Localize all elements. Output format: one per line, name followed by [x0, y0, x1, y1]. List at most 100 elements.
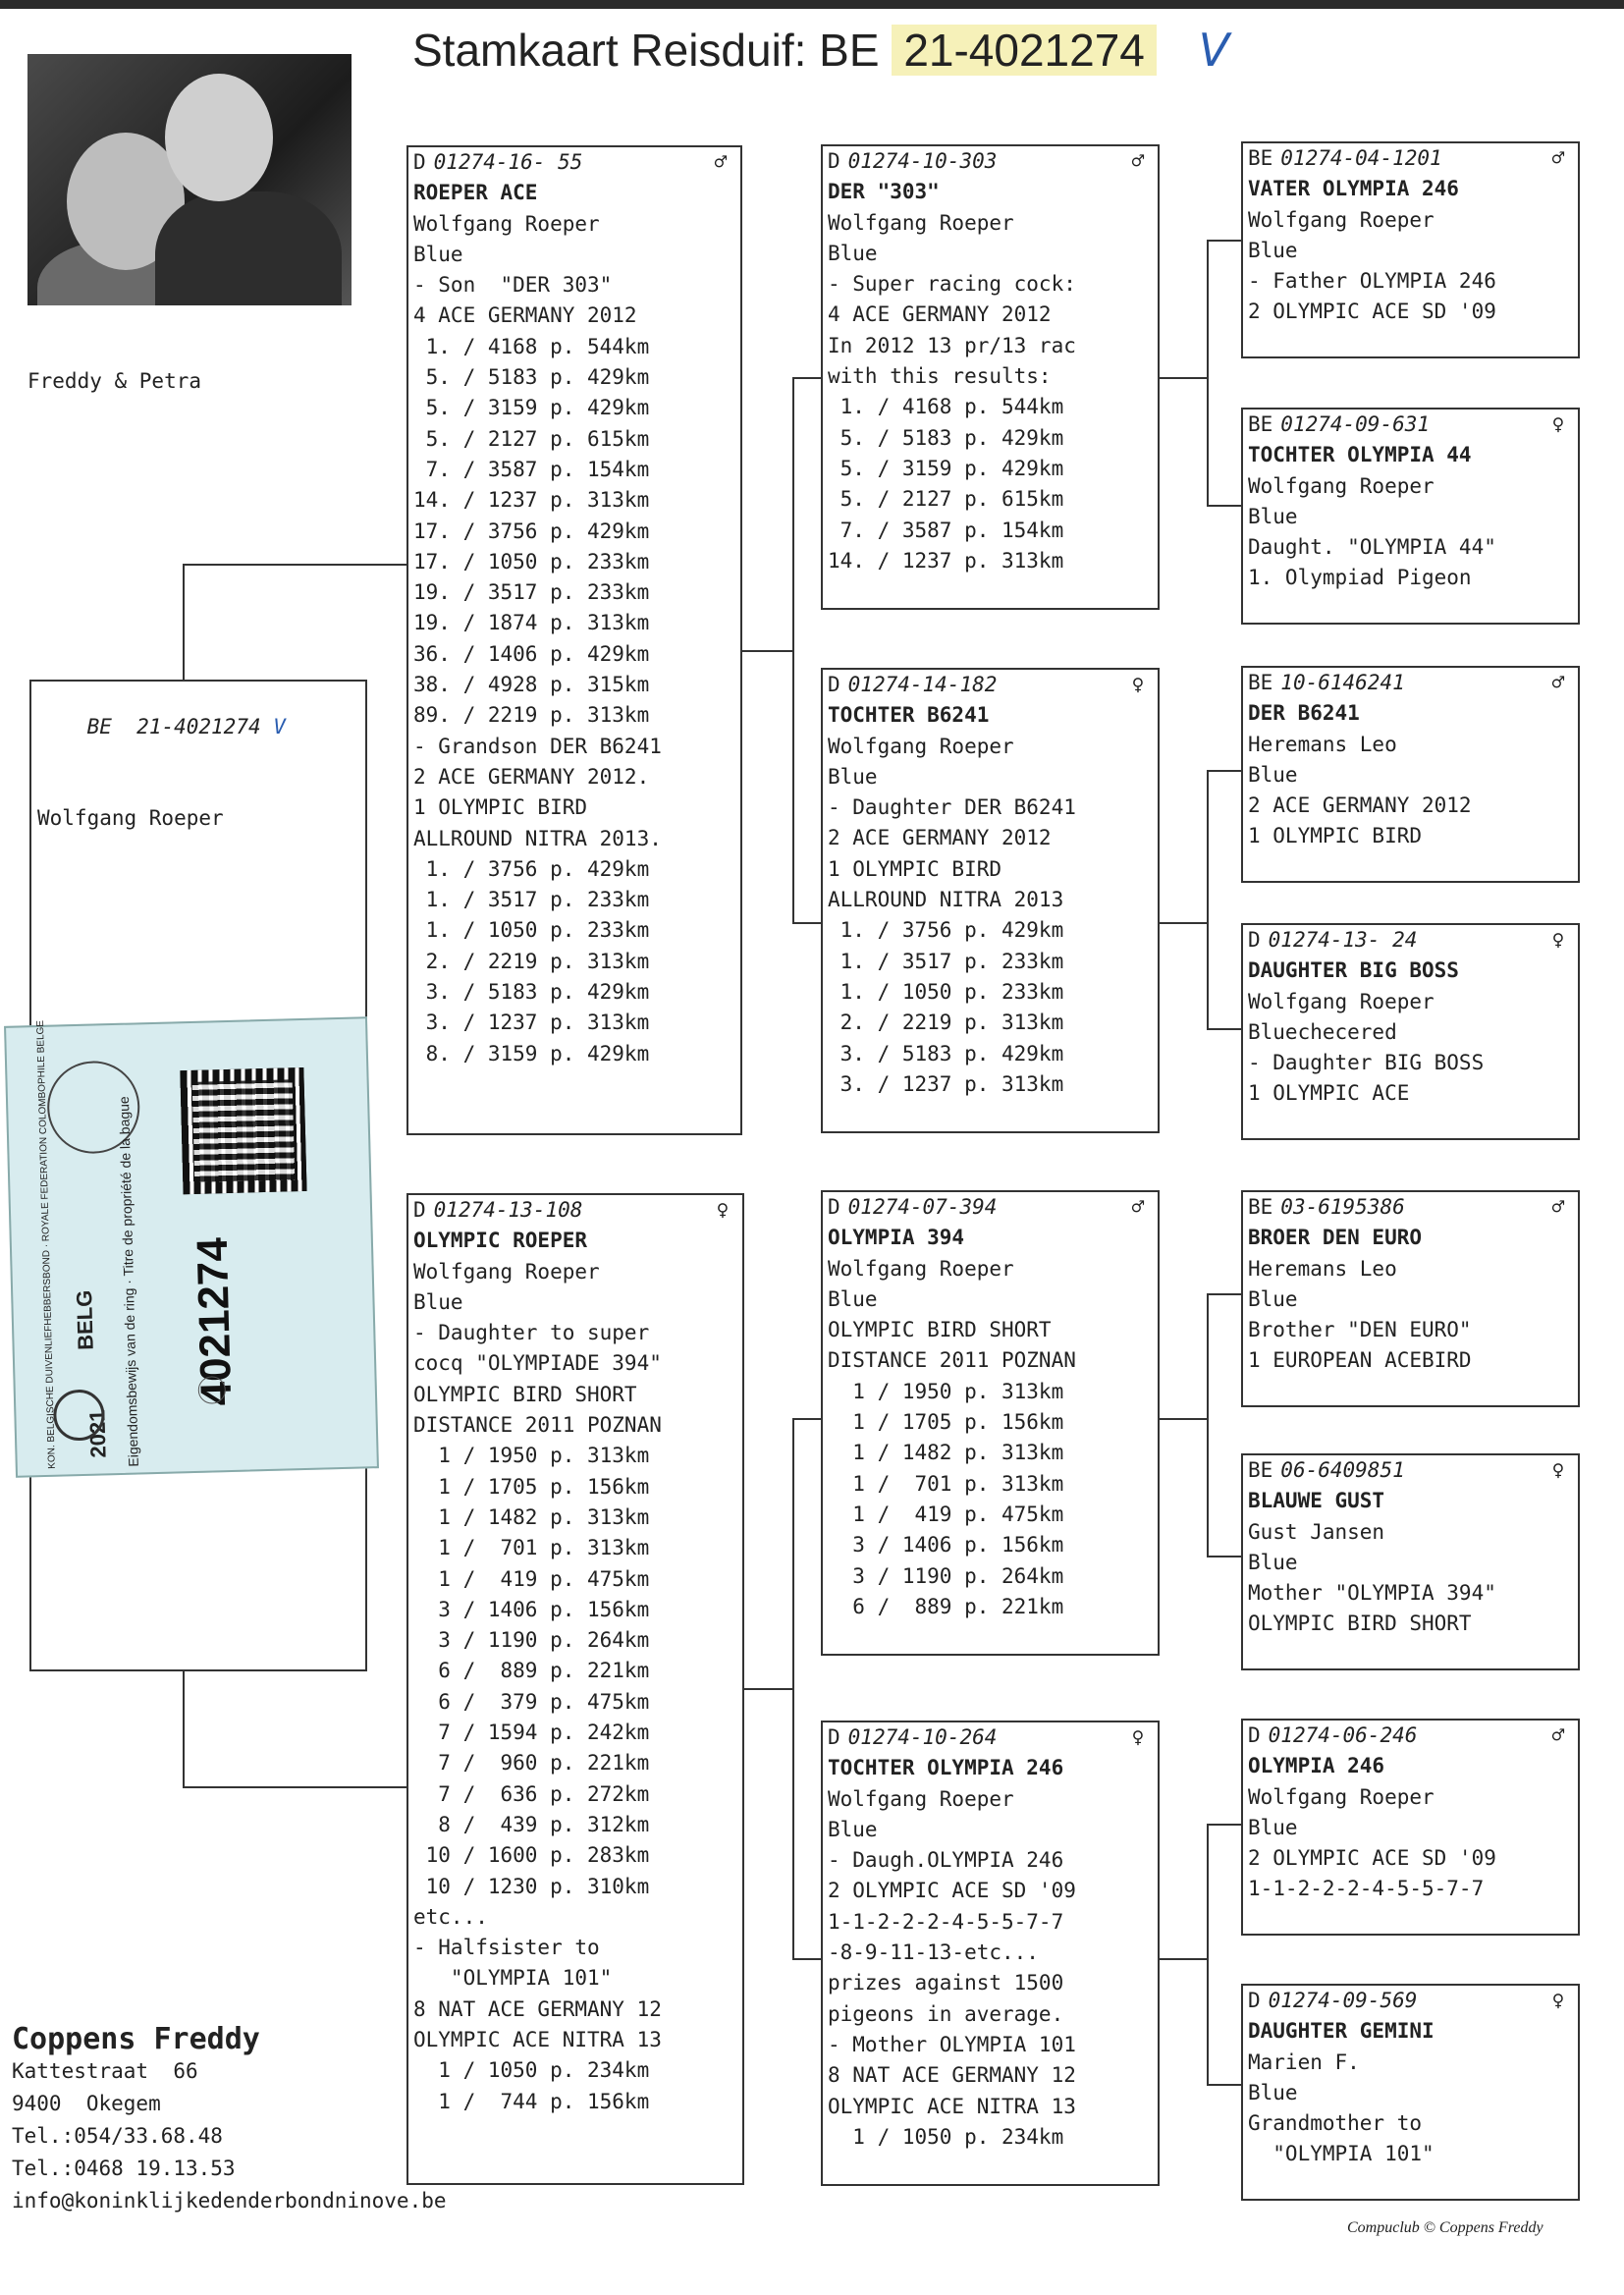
pigeon-note: 1 / 701 p. 313km — [828, 1471, 1064, 1496]
pigeon-note: 1. / 1050 p. 233km — [828, 979, 1064, 1004]
pigeon-note: 1 / 419 p. 475km — [413, 1566, 650, 1591]
ring-ownership-card: KON. BELGISCHE DUIVENLIEFHEBBERSBOND · R… — [4, 1016, 379, 1478]
pigeon-ring-number: 01274-09-569 — [1268, 1989, 1418, 2012]
pigeon-country: D — [413, 150, 426, 174]
pigeon-ring-number: 01274-14-182 — [847, 673, 998, 696]
pigeon-ring-number: 01274-06-246 — [1268, 1723, 1418, 1747]
footer-credit: Compuclub © Coppens Freddy — [1347, 2219, 1543, 2236]
pigeon-note: 4 ACE GERMANY 2012 — [828, 302, 1052, 327]
sex-icon: ♂ — [1131, 1195, 1145, 1219]
pigeon-ring-number: 01274-10-264 — [847, 1725, 998, 1749]
breeder-name: Coppens Freddy — [12, 2022, 260, 2056]
pigeon-ring-number: 01274-13-108 — [433, 1198, 583, 1222]
pigeon-note: 1 OLYMPIC BIRD — [828, 856, 1002, 881]
subject-ring: 21-4021274 — [136, 715, 261, 738]
pigeon-country: D — [828, 1195, 840, 1219]
pigeon-note: OLYMPIC ACE NITRA 13 — [413, 2028, 662, 2052]
pigeon-note: Daught. "OLYMPIA 44" — [1248, 535, 1496, 560]
pigeon-note: 7 / 636 p. 272km — [413, 1781, 650, 1806]
top-border — [0, 0, 1624, 9]
pigeon-country: D — [413, 1198, 426, 1222]
pigeon-note: 5. / 3159 p. 429km — [413, 396, 650, 420]
pigeon-note: "OLYMPIA 101" — [1248, 2142, 1435, 2166]
pigeon-note: 5. / 5183 p. 429km — [828, 425, 1064, 450]
pigeon-note: 3. / 1237 p. 313km — [828, 1071, 1064, 1096]
pigeon-breeder: Wolfgang Roeper — [1248, 473, 1435, 498]
pigeon-name: DER "303" — [828, 180, 940, 204]
pigeon-color: Blue — [1248, 1550, 1298, 1574]
pigeon-breeder: Wolfgang Roeper — [828, 1786, 1014, 1811]
pigeon-note: 1 / 1705 p. 156km — [413, 1474, 650, 1499]
pigeon-breeder: Heremans Leo — [1248, 1256, 1397, 1281]
breeder-email[interactable]: info@koninklijkedenderbondninove.be — [12, 2189, 447, 2213]
pigeon-note: - Daughter DER B6241 — [828, 795, 1076, 820]
pigeon-note: 3. / 5183 p. 429km — [413, 980, 650, 1005]
pigeon-name: TOCHTER OLYMPIA 44 — [1248, 443, 1472, 467]
pigeon-note: 1 / 1050 p. 234km — [828, 2124, 1064, 2149]
pigeon-note: - Daughter to super — [413, 1321, 650, 1345]
pigeon-country: D — [1248, 1723, 1261, 1747]
pigeon-note: 5. / 2127 p. 615km — [413, 426, 650, 451]
pigeon-name: VATER OLYMPIA 246 — [1248, 177, 1459, 201]
pigeon-color: Blue — [1248, 238, 1298, 262]
pigeon-note: 1. / 3756 p. 429km — [828, 918, 1064, 943]
pigeon-country: BE — [1248, 671, 1273, 694]
pigeon-note: prizes against 1500 — [828, 1971, 1064, 1995]
pigeon-note: 2 OLYMPIC ACE SD '09 — [1248, 1846, 1496, 1871]
pigeon-name: DAUGHTER GEMINI — [1248, 2019, 1435, 2044]
pigeon-name: DAUGHTER BIG BOSS — [1248, 958, 1459, 983]
owners-photo — [27, 54, 352, 305]
pigeon-breeder: Wolfgang Roeper — [828, 734, 1014, 758]
pigeon-note: 2. / 2219 p. 313km — [828, 1011, 1064, 1035]
pigeon-note: "OLYMPIA 101" — [413, 1966, 613, 1991]
pigeon-note: 19. / 3517 p. 233km — [413, 580, 650, 605]
pigeon-note: In 2012 13 pr/13 rac — [828, 333, 1076, 357]
pigeon-note: 1 / 744 p. 156km — [413, 2089, 650, 2113]
pigeon-header: BE 10-6146241 ♂ — [1248, 668, 1573, 698]
pigeon-country: BE — [1248, 1195, 1273, 1219]
pigeon-note: 1. Olympiad Pigeon — [1248, 566, 1472, 590]
breeder-street: Kattestraat 66 — [12, 2059, 198, 2083]
pigeon-breeder: Wolfgang Roeper — [1248, 1784, 1435, 1809]
pigeon-name: DER B6241 — [1248, 701, 1360, 726]
pigeon-note: 38. / 4928 p. 315km — [413, 673, 650, 697]
pigeon-name: BLAUWE GUST — [1248, 1489, 1385, 1513]
pigeon-ring-number: 10-6146241 — [1280, 671, 1405, 694]
pigeon-note: 6 / 379 p. 475km — [413, 1689, 650, 1714]
sex-icon: ♂ — [1551, 671, 1565, 694]
sex-icon: ♂ — [1131, 149, 1145, 173]
pigeon-note: 1 / 1482 p. 313km — [413, 1504, 650, 1529]
pigeon-note: 7 / 1594 p. 242km — [413, 1721, 650, 1745]
pigeon-note: Grandmother to — [1248, 2111, 1423, 2136]
pigeon-note: 8 / 439 p. 312km — [413, 1812, 650, 1836]
pigeon-note: 2 ACE GERMANY 2012 — [1248, 793, 1472, 818]
pigeon-breeder: Wolfgang Roeper — [828, 210, 1014, 235]
pigeon-note: - Super racing cock: — [828, 272, 1076, 297]
pigeon-country: BE — [1248, 1458, 1273, 1482]
title-prefix: Stamkaart Reisduif: BE — [412, 25, 880, 76]
pigeon-note: 17. / 1050 p. 233km — [413, 549, 650, 574]
pigeon-note: - Mother OLYMPIA 101 — [828, 2032, 1076, 2056]
pigeon-color: Blue — [1248, 1286, 1298, 1311]
pigeon-country: D — [1248, 1989, 1261, 2012]
pigeon-country: BE — [1248, 412, 1273, 436]
pigeon-note: 1 / 1705 p. 156km — [828, 1410, 1064, 1435]
sex-icon: ♀ — [1131, 1725, 1145, 1749]
pigeon-note: Mother "OLYMPIA 394" — [1248, 1581, 1496, 1606]
pigeon-ring-number: 01274-10-303 — [847, 149, 998, 173]
pigeon-note: 14. / 1237 p. 313km — [413, 488, 650, 513]
